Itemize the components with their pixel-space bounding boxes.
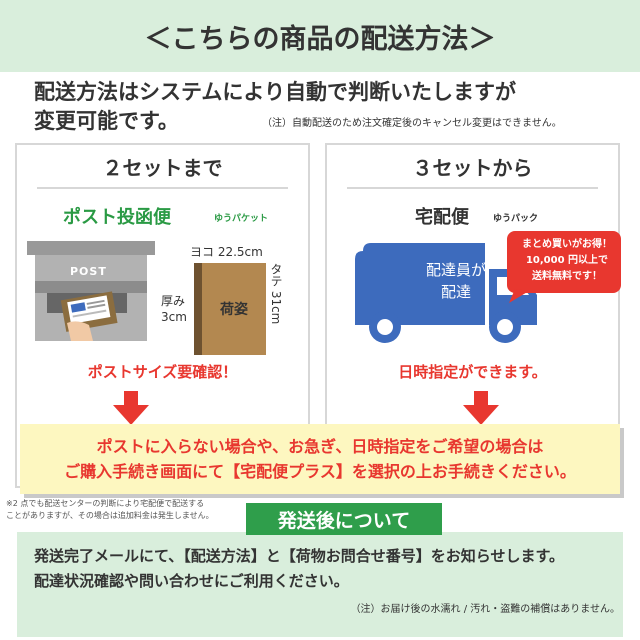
after-shipping-title: 発送後について [246,503,442,535]
intro-line-2: 変更可能です。 [34,109,179,133]
page-title: ＜こちらの商品の配送方法＞ [0,0,640,72]
after-shipping-note: （注）お届け後の水濡れ / 汚れ・盗難の補償はありません。 [350,604,620,615]
package-depth-label: 厚み 3cm [161,294,187,324]
intro-line-1: 配送方法はシステムにより自動で判断いたしますが [34,80,516,104]
package-side [194,263,202,355]
post-method-sub-label: ゆうパケット [214,214,269,224]
courier-method-label: 宅配便 [415,207,469,228]
date-time-caution: 日時指定ができます。 [398,363,547,381]
panel-divider [37,187,288,189]
post-label: POST [70,265,107,278]
notice-line-1: ポストに入らない場合や、お急ぎ、日時指定をご希望の場合は [96,437,544,456]
footnote: ※2 点でも配送センターの判断により宅配便で配送する ことがありますが、その場合… [6,499,214,520]
after-shipping-text: 発送完了メールにて、【配送方法】と【荷物お問合せ番号】をお知らせします。 配達状… [34,544,614,594]
notice-line-2: ご購入手続き画面にて【宅配便プラス】を選択の上お手続きください。 [64,462,576,481]
panel-divider [347,187,598,189]
parcel-box: 荷姿 [202,263,266,355]
intro-text: 配送方法はシステムにより自動で判断いたしますが 変更可能です。 [34,78,594,136]
down-arrow-icon [463,391,499,425]
mailbox-icon [27,241,155,341]
two-sets-title: ２セットまで [102,155,223,180]
three-sets-title: ３セットから [412,155,533,180]
package-width-label: ヨコ 22.5cm [190,245,263,259]
down-arrow-icon [113,391,149,425]
post-size-caution: ポストサイズ要確認！ [87,363,238,381]
free-shipping-badge [507,231,621,303]
after-shipping-line-1: 発送完了メールにて、【配送方法】と【荷物お問合せ番号】をお知らせします。 [34,547,564,565]
courier-plus-notice: ポストに入らない場合や、お急ぎ、日時指定をご希望の場合は ご購入手続き画面にて【… [20,424,620,494]
courier-method-sub-label: ゆうパック [493,214,539,224]
badge-label: まとめ買いがお得！ 10,000 円以上で 送料無料です！ [522,239,612,282]
package-height-label: タテ 31cm [269,263,283,325]
truck-label: 配達員が 配達 [425,261,486,301]
post-method-label: ポスト投函便 [63,207,171,228]
intro-note: （注）自動配送のため注文確定後のキャンセル変更はできません。 [262,118,562,129]
after-shipping-box [17,532,623,637]
after-shipping-line-2: 配達状況確認や問い合わせにご利用ください。 [34,572,349,590]
